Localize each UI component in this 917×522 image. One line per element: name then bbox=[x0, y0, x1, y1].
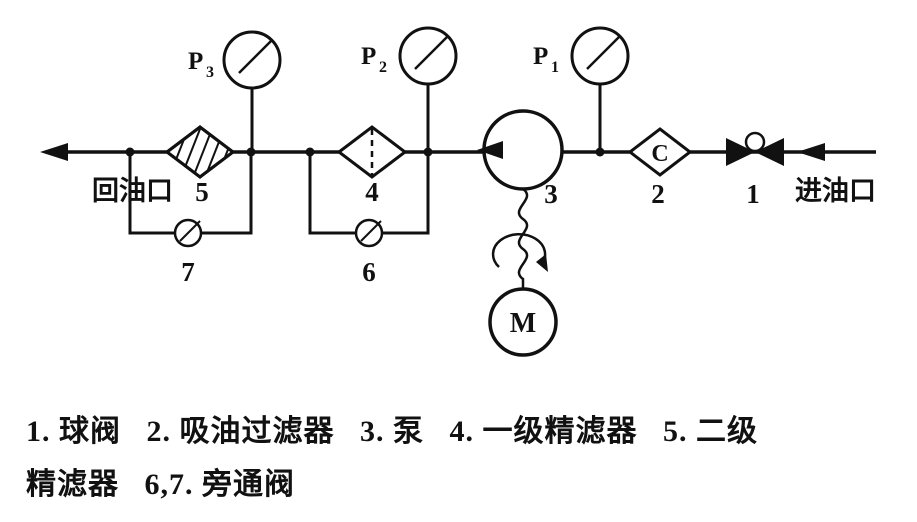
gauge-p3-sub: 3 bbox=[206, 64, 214, 81]
gauge-needle bbox=[586, 35, 621, 70]
gauge-p1-sub: 1 bbox=[551, 59, 559, 76]
circuit-diagram: M C P 3 P 2 P 1 5 4 3 2 bbox=[40, 26, 876, 357]
filter-second-stage bbox=[164, 125, 236, 179]
gauge-p1-label: P bbox=[533, 43, 548, 70]
filter-first-stage bbox=[336, 125, 408, 179]
label-filter-5: 5 bbox=[195, 177, 209, 207]
pressure-gauge-p3 bbox=[222, 30, 282, 90]
gauge-needle bbox=[238, 39, 273, 74]
gauge-needle bbox=[414, 35, 449, 70]
pump bbox=[477, 109, 564, 191]
inlet-flow-arrow bbox=[797, 143, 825, 161]
pressure-gauge-p1 bbox=[570, 26, 630, 86]
return-flow-arrow bbox=[40, 143, 68, 161]
label-bypass-7: 7 bbox=[181, 257, 195, 287]
bypass-valve-6 bbox=[354, 218, 384, 248]
gauge-p2-sub: 2 bbox=[379, 59, 387, 76]
label-pump-3: 3 bbox=[544, 179, 558, 209]
suction-filter-letter: C bbox=[651, 141, 668, 167]
caption-line-1: 1. 球阀 2. 吸油过滤器 3. 泵 4. 一级精滤器 5. 二级 bbox=[26, 415, 758, 448]
bypass-valve-7 bbox=[173, 218, 203, 248]
bypass-valve-tick bbox=[179, 220, 201, 242]
shaft-coupling bbox=[517, 187, 529, 289]
suction-filter: C bbox=[627, 127, 693, 177]
junction-dot bbox=[423, 147, 433, 157]
caption-line-2: 精滤器 6,7. 旁通阀 bbox=[26, 468, 295, 501]
pressure-gauge-p2 bbox=[398, 26, 458, 86]
label-filter-2: 2 bbox=[651, 179, 665, 209]
label-filter-4: 4 bbox=[365, 177, 379, 207]
rotation-arrow bbox=[491, 233, 548, 272]
junction-dot bbox=[305, 147, 315, 157]
pump-flow-arrow bbox=[477, 141, 503, 159]
junction-dot bbox=[595, 147, 605, 157]
junction-dot bbox=[125, 147, 135, 157]
motor: M bbox=[488, 287, 558, 357]
gauge-p3-label: P bbox=[188, 48, 203, 75]
return-port-label: 回油口 bbox=[92, 176, 173, 206]
gauge-p2-label: P bbox=[361, 43, 376, 70]
ball-valve bbox=[726, 131, 784, 166]
label-valve-1: 1 bbox=[746, 179, 760, 209]
junction-dot bbox=[246, 147, 256, 157]
inlet-port-label: 进油口 bbox=[795, 176, 876, 206]
bypass-valve-tick bbox=[360, 220, 382, 242]
label-bypass-6: 6 bbox=[362, 257, 376, 287]
ball-valve-ball bbox=[744, 131, 766, 153]
motor-letter: M bbox=[510, 308, 536, 339]
